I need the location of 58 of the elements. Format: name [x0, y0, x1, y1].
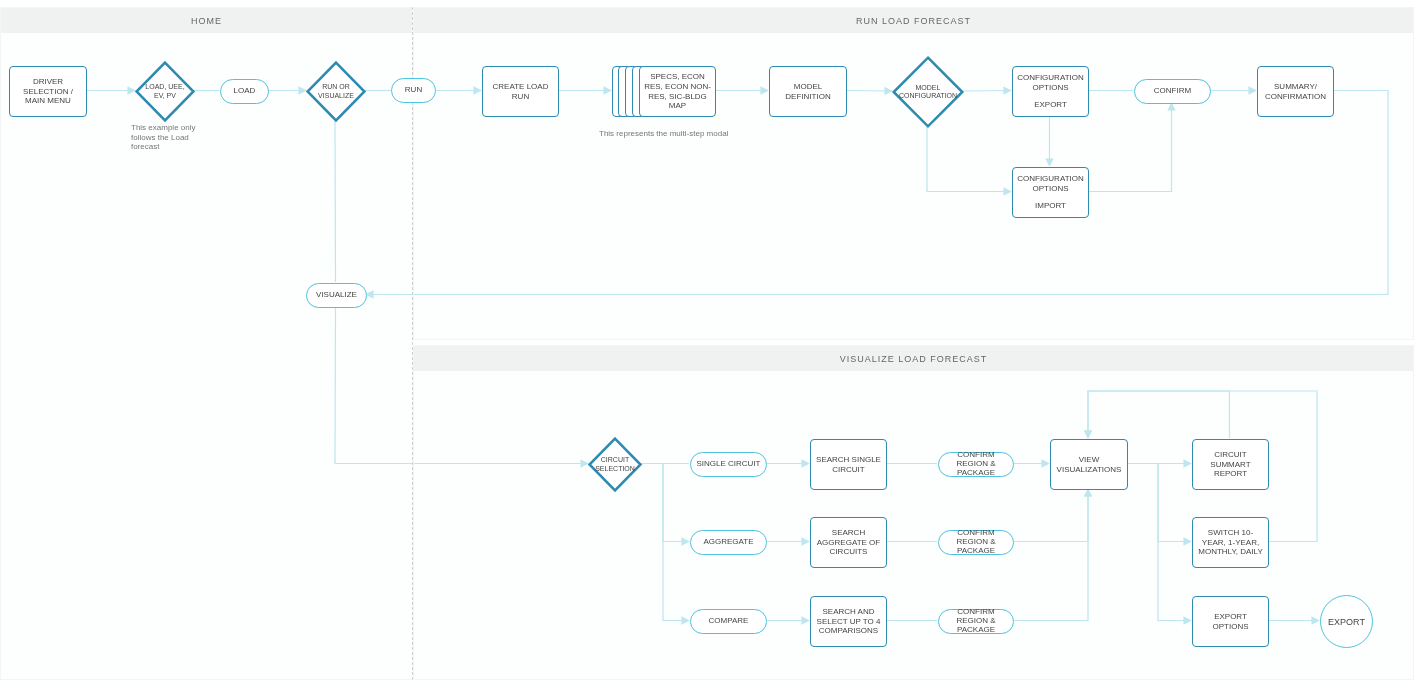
process-box: CREATE LOAD RUN	[482, 66, 559, 117]
arrow	[1012, 488, 1093, 622]
arrow	[845, 86, 893, 96]
arrow	[765, 616, 810, 625]
process-box: SEARCH AGGREGATE OF CIRCUITS	[810, 517, 887, 568]
connector-line	[1087, 89, 1134, 92]
process-box: EXPORT OPTIONS	[1192, 596, 1269, 647]
process-box: VIEW VISUALIZATIONS	[1050, 439, 1128, 490]
arrow	[267, 86, 307, 95]
lane-header: VISUALIZE LOAD FORECAST	[414, 346, 1413, 371]
connector-line	[363, 89, 392, 92]
arrow	[1087, 102, 1176, 193]
connector-line	[885, 619, 938, 622]
arrow	[765, 537, 810, 546]
terminal-pill: SINGLE CIRCUIT	[690, 452, 767, 477]
connector-line	[885, 540, 938, 543]
terminal-pill: LOAD	[220, 79, 269, 104]
process-box: CIRCUIT SUMMART REPORT	[1192, 439, 1269, 490]
note-text: This example only follows the Load forecast	[131, 123, 197, 152]
terminal-pill: RUN	[391, 78, 436, 103]
terminal-pill: CONFIRM REGION & PACKAGE	[938, 530, 1014, 555]
end-circle: EXPORT	[1320, 595, 1373, 648]
arrow	[1012, 459, 1050, 468]
process-box: SEARCH AND SELECT UP TO 4 COMPARISONS	[810, 596, 887, 647]
terminal-pill: CONFIRM REGION & PACKAGE	[938, 452, 1014, 477]
connector-line	[192, 89, 220, 92]
connector-line	[334, 119, 337, 283]
connector-line	[885, 462, 938, 465]
process-box: CONFIGURATION OPTIONS IMPORT	[1012, 167, 1089, 218]
arrow	[926, 125, 1012, 196]
lane-header: HOME	[1, 8, 412, 33]
process-box: MODEL DEFINITION	[769, 66, 847, 117]
note-text: This represents the multi-step modal	[599, 129, 729, 139]
terminal-pill: COMPARE	[690, 609, 767, 634]
terminal-pill: CONFIRM REGION & PACKAGE	[938, 609, 1014, 634]
arrow	[1209, 86, 1257, 95]
arrow	[435, 86, 482, 95]
swimlane	[413, 345, 1414, 680]
arrow	[765, 459, 810, 468]
arrow	[365, 89, 1389, 299]
arrow	[1045, 115, 1054, 167]
process-box: DRIVER SELECTION / MAIN MENU	[9, 66, 87, 117]
terminal-pill: AGGREGATE	[690, 530, 767, 555]
arrow	[85, 86, 136, 95]
process-box: SEARCH SINGLE CIRCUIT	[810, 439, 887, 490]
terminal-pill: VISUALIZE	[306, 283, 367, 308]
arrow	[1267, 616, 1320, 625]
arrow	[334, 306, 589, 468]
terminal-pill: CONFIRM	[1134, 79, 1211, 104]
arrow	[961, 86, 1012, 95]
arrow	[557, 86, 612, 95]
process-box: CONFIGURATION OPTIONS EXPORT	[1012, 66, 1089, 117]
arrow	[1083, 390, 1318, 543]
arrow	[639, 462, 690, 625]
lane-header: RUN LOAD FORECAST	[414, 8, 1413, 33]
process-box: SUMMARY/ CONFIRMATION	[1257, 66, 1334, 117]
arrow	[714, 86, 769, 95]
process-box: SWITCH 10-YEAR, 1-YEAR, MONTHLY, DAILY	[1192, 517, 1269, 568]
